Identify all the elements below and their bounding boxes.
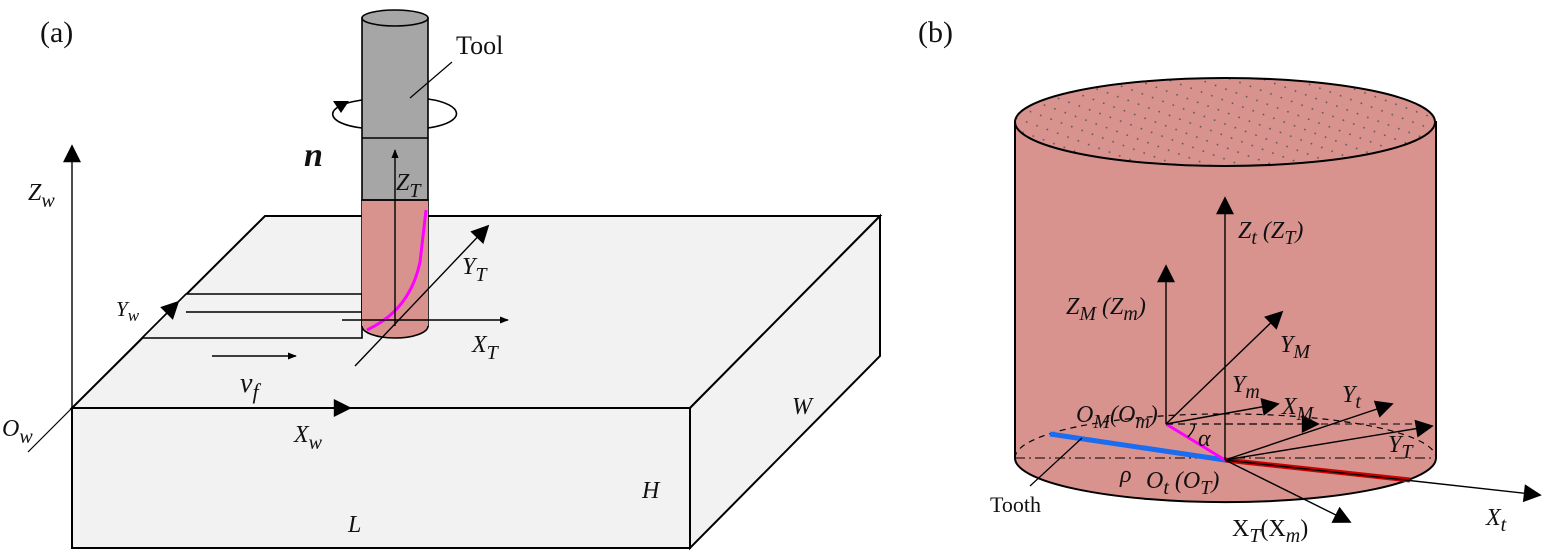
xm-big-label: XM [1281, 394, 1315, 425]
yt-axis [354, 224, 490, 367]
length-label: L [347, 512, 361, 538]
workpiece-side [689, 213, 881, 551]
alpha-arc [1187, 423, 1196, 438]
tooth-blue-edge [1049, 431, 1226, 463]
panel-a: (a) Zw Ow Xw Yw vf L W H [2, 9, 883, 551]
rho-segment [1165, 422, 1226, 462]
zt-label: ZT [396, 170, 422, 202]
panel-b-tag: (b) [918, 16, 953, 49]
zw-label: Zw [28, 180, 55, 212]
xt-big-label: XT(Xm) [1232, 516, 1308, 547]
ot-label: Ot (OT) [1146, 468, 1219, 499]
ym-big-label: YM [1280, 332, 1311, 363]
tool-label: Tool [456, 31, 503, 60]
height-label: H [641, 478, 661, 504]
spindle-speed-label: n [304, 137, 323, 174]
machined-step [140, 293, 363, 339]
alpha-label: α [1198, 426, 1211, 452]
ym-big-axis [1165, 310, 1284, 425]
ym-small-label: Ym [1232, 372, 1260, 403]
tooth-label: Tooth [990, 492, 1041, 517]
xt-small-label: Xt [1485, 505, 1507, 536]
zt-label-b: Zt (ZT) [1238, 218, 1303, 249]
xt-big-axis [1224, 459, 1352, 523]
yt-label: YT [462, 254, 488, 286]
yw-axis [71, 300, 180, 409]
om-label: OM(Om) [1076, 402, 1158, 433]
cutter-top-face [1014, 77, 1436, 167]
yw-label: Yw [116, 297, 140, 325]
zm-label: ZM (Zm) [1066, 294, 1146, 325]
rotation-arrow-icon [331, 98, 458, 129]
panel-a-tag: (a) [40, 16, 73, 49]
yt-big-label: YT [1388, 432, 1414, 463]
xt-small-axis [1224, 459, 1542, 503]
xw-label: Xw [293, 422, 323, 454]
workpiece-front [71, 407, 691, 549]
xt-label: XT [471, 332, 500, 364]
yt-big-axis [1224, 419, 1434, 461]
width-label: W [792, 394, 814, 420]
feed-label: vf [240, 368, 261, 404]
panel-b: (b) Tooth Zt (ZT) ZM (Zm) YM Ym XM [918, 16, 1542, 547]
yt-small-label: Yt [1342, 382, 1361, 413]
rho-label: ρ [1119, 462, 1132, 488]
ym-small-axis [1165, 397, 1280, 425]
ow-label: Ow [2, 416, 33, 448]
